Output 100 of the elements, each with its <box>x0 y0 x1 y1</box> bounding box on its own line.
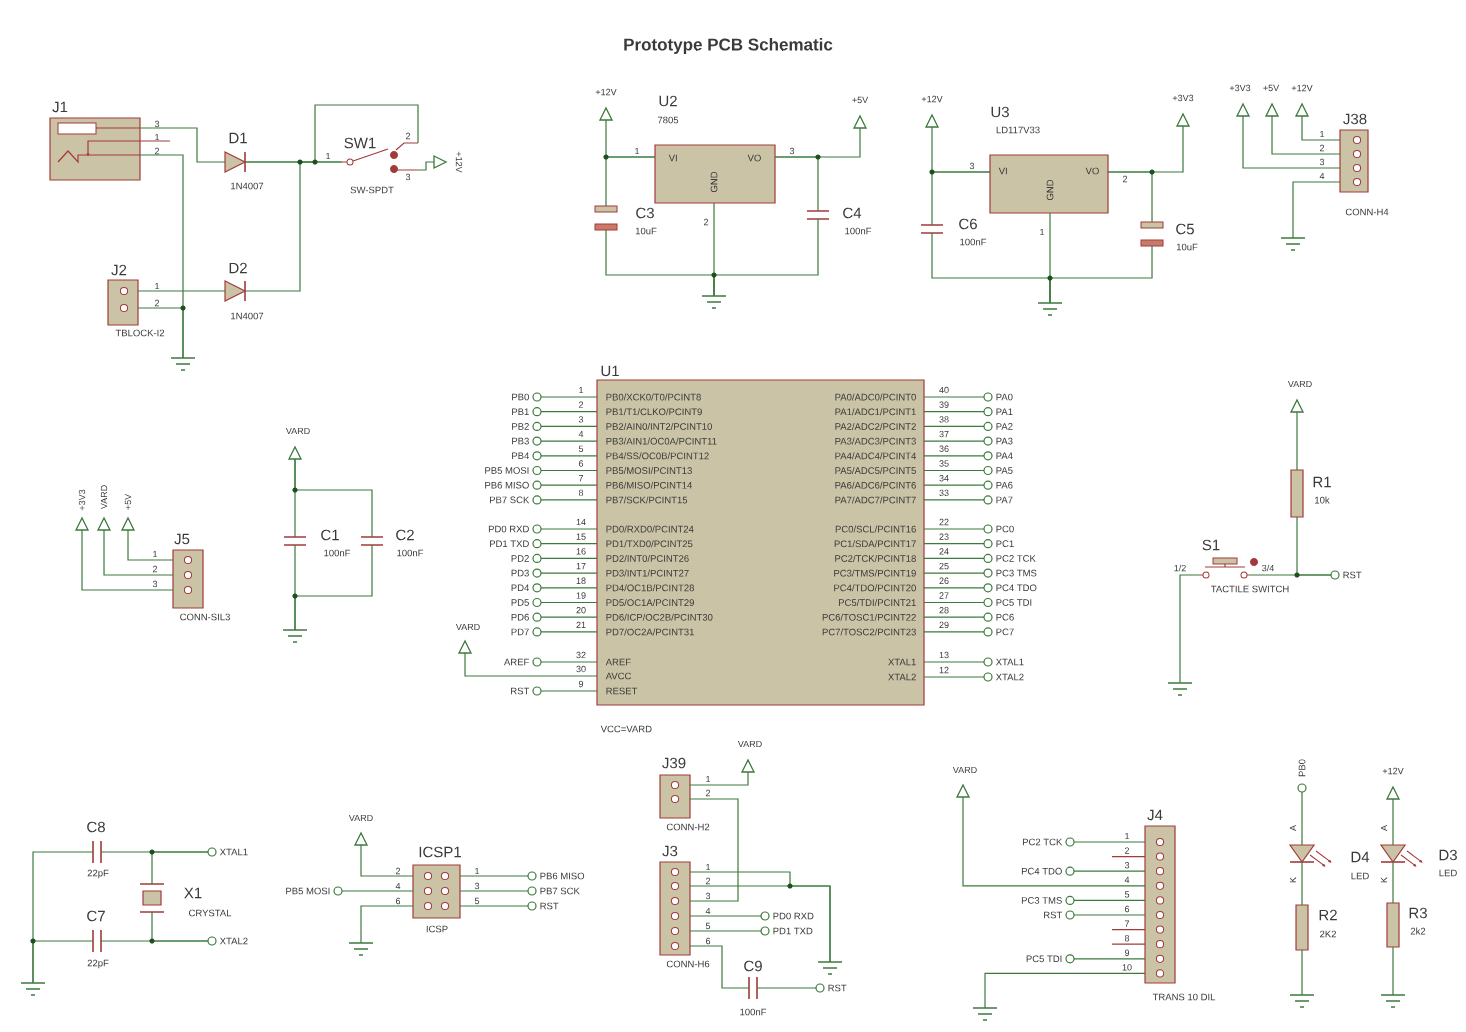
wire <box>931 171 991 226</box>
pin-name: XTAL2 <box>888 673 916 681</box>
wire <box>923 440 985 442</box>
designator: D3 <box>1439 849 1457 861</box>
part-value: LD117V33 <box>996 126 1040 134</box>
part-value: CRYSTAL <box>189 909 232 917</box>
part-value: 1N4007 <box>231 312 264 320</box>
pin-number: 27 <box>939 592 949 599</box>
pin-number: 36 <box>939 445 949 452</box>
part-value: 2k2 <box>1410 927 1426 935</box>
terminal-label: PC6 <box>996 613 1014 621</box>
pin-number: 3 <box>405 173 411 181</box>
terminal-label: PC1 <box>996 540 1014 548</box>
wire <box>459 905 529 907</box>
terminal-label: PD4 <box>511 584 530 592</box>
wire <box>923 455 985 457</box>
wire <box>923 484 985 486</box>
terminal-label: PA2 <box>996 423 1013 430</box>
pin-name: PA0/ADC0/PCINT0 <box>835 393 916 401</box>
wire <box>923 601 985 604</box>
pin-name: PC2/TCK/PCINT18 <box>835 554 916 562</box>
pin-number: 25 <box>939 562 949 570</box>
wire <box>540 557 598 559</box>
terminal-label: PA4 <box>996 452 1013 460</box>
terminal-label: PA0 <box>996 393 1013 401</box>
wire <box>540 631 598 633</box>
wire <box>459 875 529 877</box>
part-value: 10k <box>1315 496 1330 504</box>
pin-name: PA4/ADC4/PCINT4 <box>835 452 917 460</box>
wire <box>464 652 598 677</box>
terminal-label: XTAL2 <box>995 673 1024 681</box>
part-value: 100nF <box>397 549 424 557</box>
wire <box>923 396 985 398</box>
pin-number: 3 <box>578 416 584 423</box>
power-label: VARD <box>737 740 762 748</box>
designator: U3 <box>991 106 1009 118</box>
pin-number: 5 <box>1124 891 1130 898</box>
pin-number: 1 <box>475 867 480 875</box>
pin-number: 2 <box>705 877 711 885</box>
wire <box>984 972 1146 1009</box>
pin-number: 14 <box>576 518 586 526</box>
pin-name: PA3/ADC3/PCINT3 <box>835 437 916 445</box>
terminal-label: RST <box>1044 911 1063 919</box>
pin-number: 2 <box>703 218 709 226</box>
pin-name: PB2/AIN0/INT2/PCINT10 <box>606 422 712 430</box>
designator: C6 <box>959 218 977 230</box>
wire <box>244 161 343 292</box>
wire <box>294 544 373 631</box>
pin-name: PB5/MOSI/PCINT13 <box>606 467 692 474</box>
pin-number: 3 <box>154 120 160 128</box>
pin-number: 24 <box>939 548 949 555</box>
ground-symbol <box>1289 994 1315 1008</box>
pin-name: PC0/SCL/PCINT16 <box>835 525 916 533</box>
pin-name: PB4/SS/OC0B/PCINT12 <box>606 452 709 460</box>
part-value: CONN-H2 <box>666 823 710 831</box>
designator: U1 <box>601 365 619 377</box>
designator: J3 <box>662 845 678 857</box>
designator: D2 <box>229 262 247 274</box>
wire <box>244 104 419 163</box>
power-label: +12V <box>921 95 943 103</box>
pin-number: 2 <box>578 401 584 408</box>
terminal-label: PB3 <box>512 437 529 445</box>
pin-number: 8 <box>1124 935 1130 942</box>
designator: J1 <box>52 101 68 113</box>
wire <box>360 905 414 944</box>
wire <box>1179 574 1201 684</box>
pin-number: 3 <box>152 580 158 588</box>
pin-number: 1 <box>706 863 711 871</box>
pin-number: 2 <box>1319 144 1325 152</box>
pin-number: 3 <box>705 892 711 900</box>
pin-number: 1 <box>1125 832 1130 840</box>
wire <box>139 127 226 163</box>
terminal-label: PC5 TDI <box>996 599 1032 606</box>
pin-number: 21 <box>576 621 586 629</box>
pin-number: 2 <box>154 299 160 307</box>
wire <box>360 844 414 877</box>
pin-name: PD2/INT0/PCINT26 <box>606 554 689 562</box>
designator: S1 <box>1202 539 1220 551</box>
ground-symbol <box>701 295 727 309</box>
terminal-label: RST <box>828 984 847 992</box>
part-value: 1N4007 <box>231 182 264 190</box>
wire <box>540 601 598 604</box>
terminal-label: PC7 <box>996 628 1014 636</box>
designator: C1 <box>321 529 339 541</box>
designator: J39 <box>662 757 686 769</box>
terminal-label: PB5 MOSI <box>286 887 330 895</box>
pin-number: 9 <box>578 680 584 688</box>
designator: D1 <box>229 132 247 144</box>
wire <box>1073 870 1146 872</box>
pin-number: 1 <box>706 775 711 783</box>
terminal-label: PB7 SCK <box>540 887 580 895</box>
pin-number: 2 <box>154 147 160 155</box>
power-label: +3V3 <box>1172 94 1194 102</box>
terminal-label: PC4 TDO <box>1021 867 1062 875</box>
wire <box>923 676 985 678</box>
wire <box>540 425 598 427</box>
pin-number: 15 <box>576 533 586 540</box>
pin-number: 3 <box>1319 158 1325 166</box>
wire <box>137 290 226 292</box>
pin-number: 37 <box>939 430 949 438</box>
